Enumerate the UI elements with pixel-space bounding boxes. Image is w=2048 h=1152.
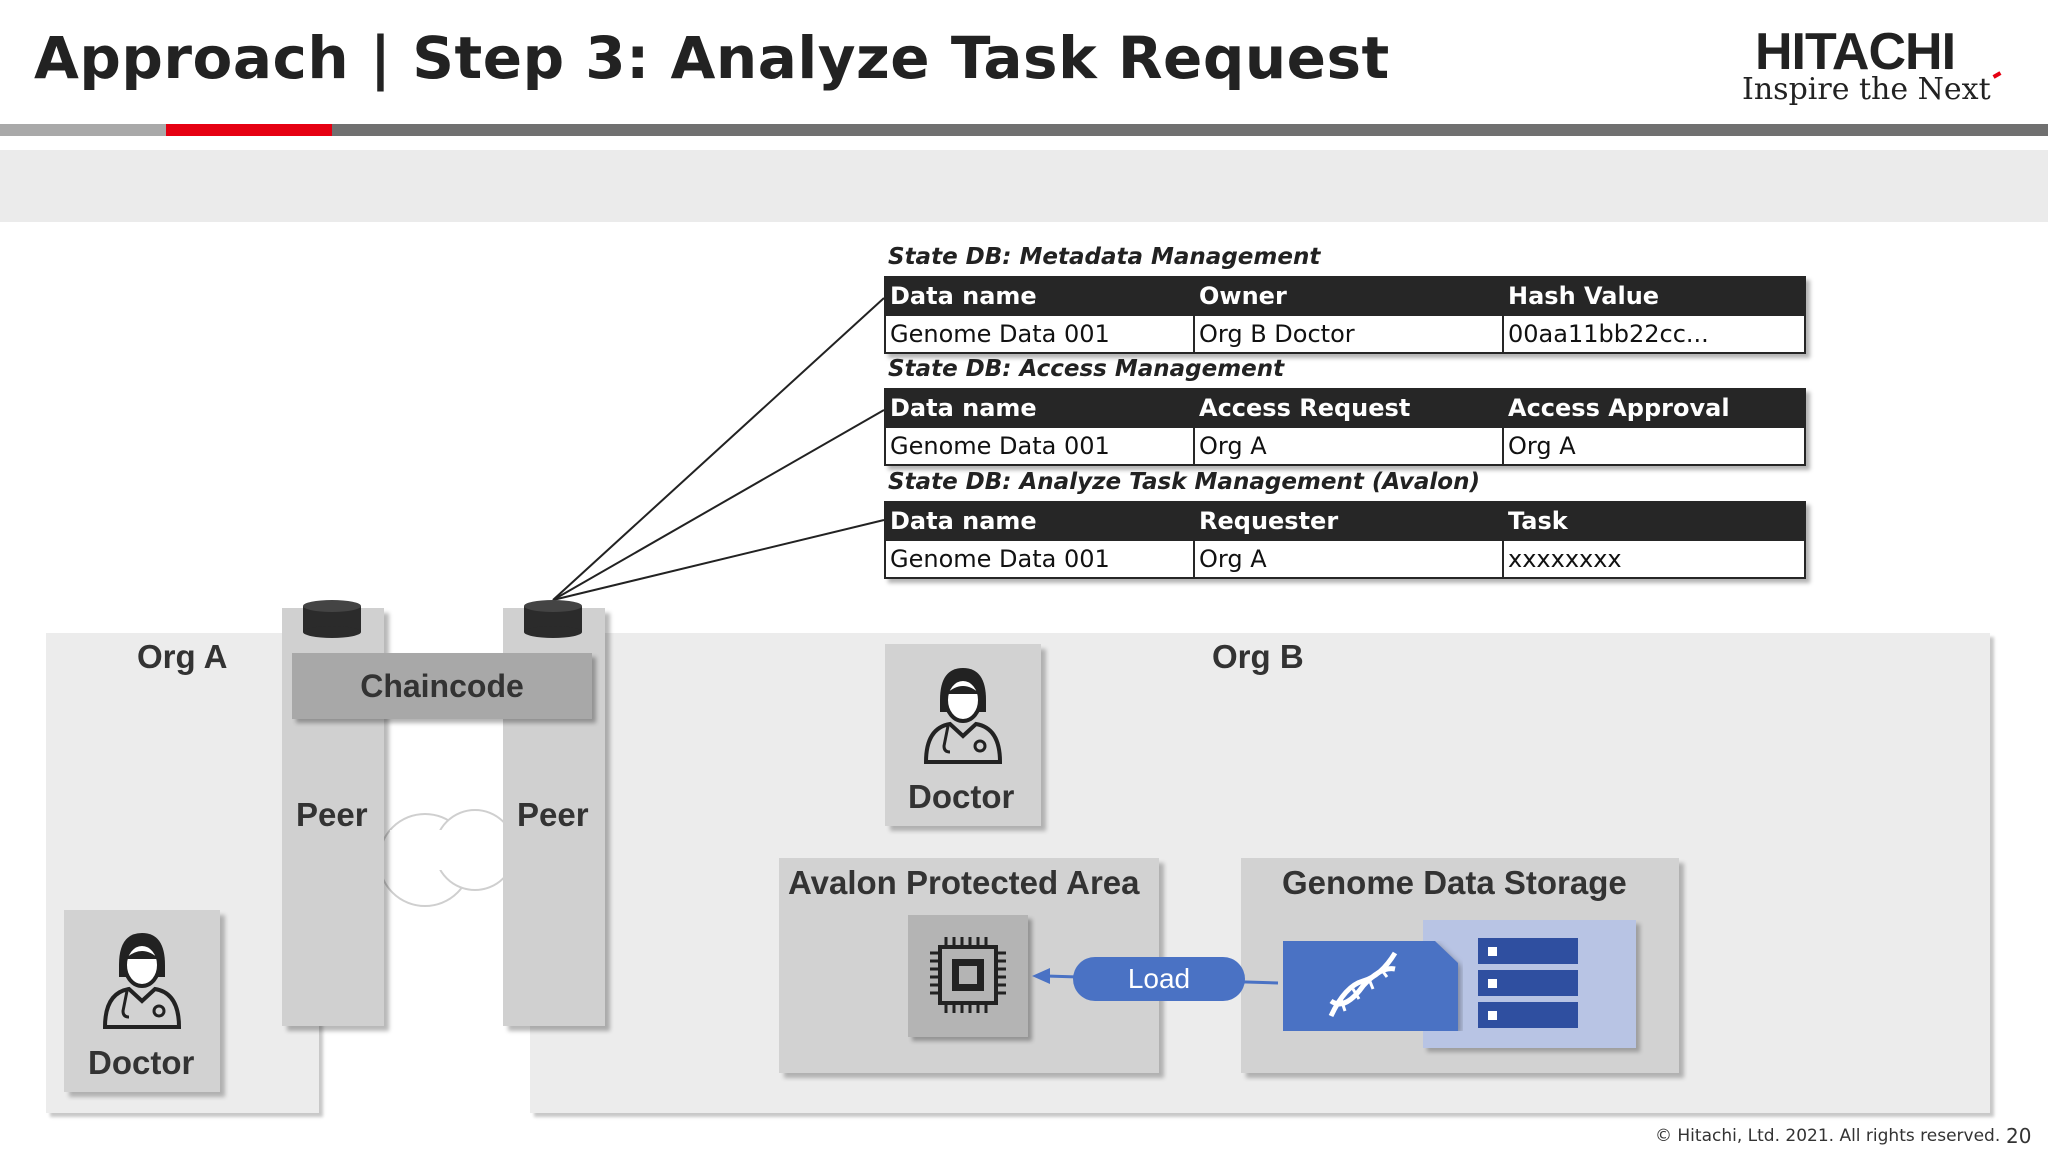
table-header-cell: Access Approval — [1502, 388, 1806, 428]
page-number: 20 — [2006, 1124, 2032, 1148]
chaincode-box: Chaincode — [292, 653, 592, 719]
table-header-cell: Data name — [884, 388, 1195, 428]
metadata-management-table: Data name Owner Hash Value Genome Data 0… — [884, 276, 1806, 354]
genome-storage-label: Genome Data Storage — [1282, 864, 1627, 901]
table-row: Genome Data 001 Org B Doctor 00aa11bb22c… — [884, 314, 1806, 354]
org-b-label: Org B — [1212, 638, 1304, 675]
table-row: Genome Data 001 Org A xxxxxxxx — [884, 539, 1806, 579]
org-a-label: Org A — [137, 638, 228, 675]
table-header-cell: Owner — [1193, 276, 1504, 316]
network-cloud-icon — [380, 809, 516, 907]
table-cell: Org B Doctor — [1193, 314, 1504, 354]
header-bar-grey — [0, 124, 166, 136]
cpu-chip-icon — [930, 937, 1006, 1013]
server-rack-icon — [1478, 938, 1578, 1028]
subtitle-band — [0, 150, 2048, 222]
table-header-row: Data name Owner Hash Value — [884, 276, 1806, 316]
avalon-area-label: Avalon Protected Area — [788, 864, 1140, 901]
table-header-cell: Hash Value — [1502, 276, 1806, 316]
copyright-notice: © Hitachi, Ltd. 2021. All rights reserve… — [1655, 1126, 2001, 1146]
dna-file-icon — [1283, 941, 1458, 1031]
table-header-cell: Data name — [884, 501, 1195, 541]
hitachi-logo: HITACHI — [1755, 23, 1956, 81]
table-row: Genome Data 001 Org A Org A — [884, 426, 1806, 466]
slide-title: Approach | Step 3: Analyze Task Request — [34, 24, 1390, 92]
org-a-doctor-label: Doctor — [88, 1044, 195, 1081]
org-b-database-icon — [524, 600, 582, 638]
table-cell: xxxxxxxx — [1502, 539, 1806, 579]
table-cell: Genome Data 001 — [884, 314, 1195, 354]
doctor-icon — [923, 668, 1003, 764]
task-table-title: State DB: Analyze Task Management (Avalo… — [888, 469, 1480, 495]
table-cell: Org A — [1193, 426, 1504, 466]
load-label: Load — [1073, 957, 1245, 1001]
table-header-row: Data name Access Request Access Approval — [884, 388, 1806, 428]
table-cell: Org A — [1193, 539, 1504, 579]
table-cell: Org A — [1502, 426, 1806, 466]
table-header-row: Data name Requester Task — [884, 501, 1806, 541]
analyze-task-management-table: Data name Requester Task Genome Data 001… — [884, 501, 1806, 579]
table-header-cell: Data name — [884, 276, 1195, 316]
access-table-title: State DB: Access Management — [888, 356, 1285, 382]
table-cell: 00aa11bb22cc... — [1502, 314, 1806, 354]
header-bar-dark — [332, 124, 2048, 136]
table-cell: Genome Data 001 — [884, 539, 1195, 579]
table-cell: Genome Data 001 — [884, 426, 1195, 466]
table-header-cell: Access Request — [1193, 388, 1504, 428]
access-management-table: Data name Access Request Access Approval… — [884, 388, 1806, 466]
org-b-peer-label: Peer — [517, 796, 589, 833]
org-a-database-icon — [303, 600, 361, 638]
org-b-doctor-label: Doctor — [908, 778, 1015, 815]
doctor-icon — [102, 933, 182, 1029]
table-header-cell: Requester — [1193, 501, 1504, 541]
table-header-cell: Task — [1502, 501, 1806, 541]
header-bar-red — [166, 124, 332, 136]
logo-accent-mark — [1992, 71, 2002, 79]
logo-tagline: Inspire the Next — [1742, 72, 1991, 107]
metadata-table-title: State DB: Metadata Management — [888, 244, 1321, 270]
org-a-peer-label: Peer — [296, 796, 368, 833]
